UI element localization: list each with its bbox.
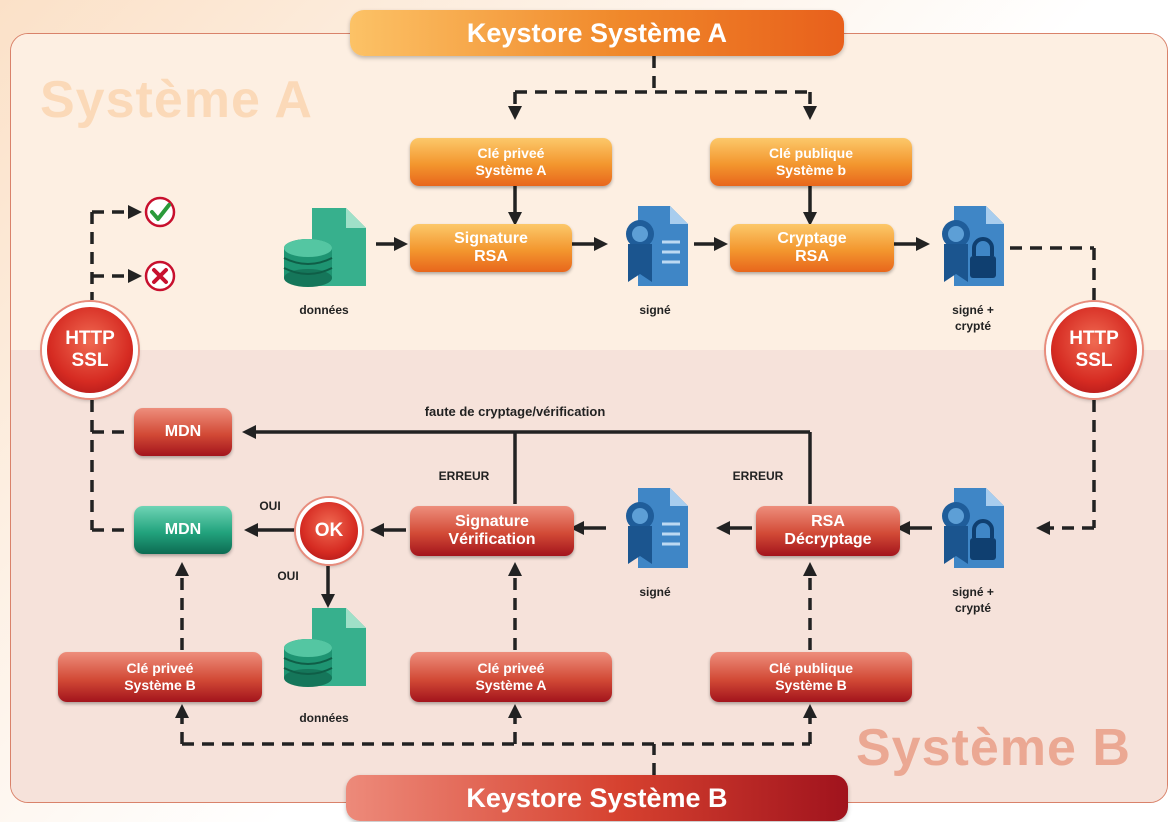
signe-label-top: signé: [639, 303, 671, 317]
cle-privee-systeme-a-bottom: Clé priveé Système A: [410, 652, 612, 702]
database-icon: [283, 208, 366, 287]
signature-verification-box: Signature Vérification: [410, 506, 574, 556]
cross-icon: [144, 260, 176, 292]
lock-document-icon: [942, 488, 1004, 568]
oui-label-left: OUI: [259, 499, 281, 513]
mdn-ok-box: MDN: [134, 506, 232, 554]
http-ssl-badge-left: HTTP SSL: [42, 302, 138, 398]
database-icon: [283, 608, 366, 687]
keystore-systeme-b: Keystore Système B: [346, 775, 848, 821]
oui-label-down: OUI: [277, 569, 299, 583]
erreur-label-left: ERREUR: [438, 469, 490, 483]
signe-crypte-label-bottom: signé + crypté: [952, 585, 994, 615]
zone-systeme-a: [11, 34, 1167, 350]
http-ssl-badge-right: HTTP SSL: [1046, 302, 1142, 398]
signe-label-bottom: signé: [639, 585, 671, 599]
certificate-icon: [626, 488, 688, 568]
keystore-systeme-a: Keystore Système A: [350, 10, 844, 56]
lock-document-icon: [942, 206, 1004, 286]
erreur-label-right: ERREUR: [732, 469, 784, 483]
zone-b-label: Système B: [856, 719, 1131, 777]
zone-a-label: Système A: [40, 71, 313, 129]
cle-publique-systeme-b-bottom: Clé publique Système B: [710, 652, 912, 702]
certificate-icon: [626, 206, 688, 286]
cle-publique-systeme-b-top: Clé publique Système b: [710, 138, 912, 186]
rsa-decryptage-box: RSA Décryptage: [756, 506, 900, 556]
signature-rsa-box: Signature RSA: [410, 224, 572, 272]
cle-privee-systeme-a-top: Clé priveé Système A: [410, 138, 612, 186]
faute-label: faute de cryptage/vérification: [424, 404, 606, 419]
signe-crypte-label-top: signé + crypté: [952, 303, 994, 333]
cryptage-rsa-box: Cryptage RSA: [730, 224, 894, 272]
ok-badge: OK: [296, 498, 362, 564]
mdn-error-box: MDN: [134, 408, 232, 456]
cle-privee-systeme-b-box: Clé priveé Système B: [58, 652, 262, 702]
check-icon: [144, 196, 176, 228]
donnees-label-bottom: données: [299, 711, 349, 725]
donnees-label-top: données: [299, 303, 349, 317]
